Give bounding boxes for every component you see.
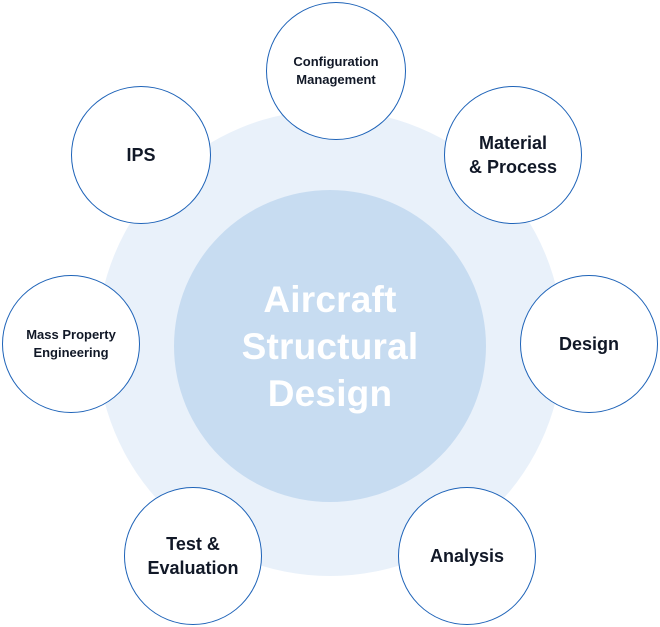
node-material-process[interactable]: Material & Process [444, 86, 582, 224]
node-label: Mass Property Engineering [26, 327, 116, 360]
node-configuration-management[interactable]: Configuration Management [266, 2, 406, 140]
center-title: Aircraft Structural Design [241, 278, 419, 414]
center-circle: Aircraft Structural Design [174, 190, 486, 502]
node-label: Test & Evaluation [147, 534, 239, 578]
node-label: IPS [126, 145, 156, 165]
node-design[interactable]: Design [520, 275, 658, 413]
node-ips[interactable]: IPS [71, 86, 211, 224]
node-label: Material & Process [468, 133, 558, 177]
node-label: Design [558, 334, 619, 354]
node-label: Configuration Management [293, 54, 379, 87]
node-test-evaluation[interactable]: Test & Evaluation [124, 487, 262, 625]
node-mass-property-engineering[interactable]: Mass Property Engineering [2, 275, 140, 413]
node-label: Analysis [429, 546, 505, 566]
node-analysis[interactable]: Analysis [398, 487, 536, 625]
